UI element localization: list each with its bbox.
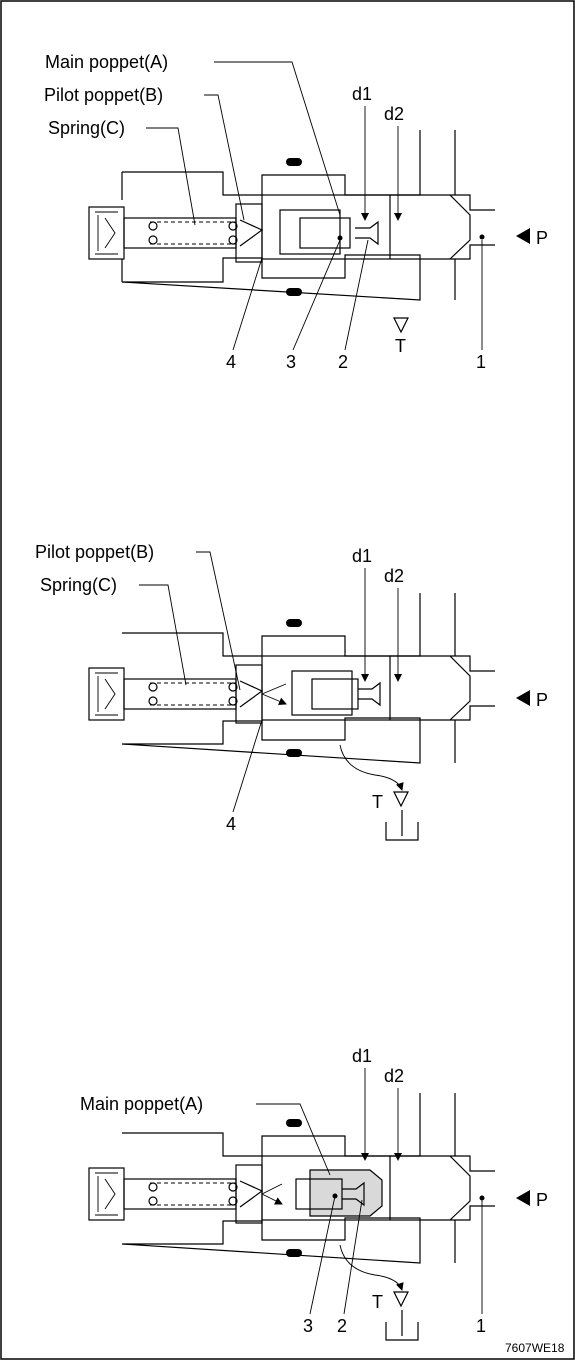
label-main-poppet: Main poppet(A) [45,52,168,72]
figure-code: 7607WE18 [505,1341,565,1355]
label-port-p: P [536,228,548,248]
port-p-arrow [516,228,530,244]
label-port-p: P [536,1190,548,1210]
label-d1: d1 [352,1046,372,1066]
label-pilot-poppet: Pilot poppet(B) [35,542,154,562]
label-d2: d2 [384,566,404,586]
panel-3: Main poppet(A) d1 d2 P T 3 2 1 [80,1046,548,1341]
label-pilot-poppet: Pilot poppet(B) [44,85,163,105]
callout-1: 1 [476,1316,486,1336]
valve-body [88,593,495,764]
callout-2: 2 [338,352,348,372]
label-d2: d2 [384,104,404,124]
label-spring: Spring(C) [40,575,117,595]
valve-body [88,130,495,301]
label-port-t: T [395,336,406,356]
label-main-poppet: Main poppet(A) [80,1094,203,1114]
panel-1: Main poppet(A) Pilot poppet(B) Spring(C)… [44,52,548,372]
label-port-t: T [372,792,383,812]
callout-1: 1 [476,352,486,372]
o-ring-bottom [286,288,302,296]
label-port-t: T [372,1292,383,1312]
tank-symbol [393,317,409,334]
label-d2: d2 [384,1066,404,1086]
callout-2: 2 [337,1316,347,1336]
callout-3: 3 [303,1316,313,1336]
label-d1: d1 [352,84,372,104]
label-d1: d1 [352,546,372,566]
label-spring: Spring(C) [48,118,125,138]
valve-body [88,1093,495,1264]
callout-4: 4 [226,814,236,834]
panel-2: Pilot poppet(B) Spring(C) d1 d2 P T 4 [35,542,548,841]
callout-3: 3 [286,352,296,372]
o-ring-top [286,158,302,166]
label-port-p: P [536,690,548,710]
callout-4: 4 [226,352,236,372]
